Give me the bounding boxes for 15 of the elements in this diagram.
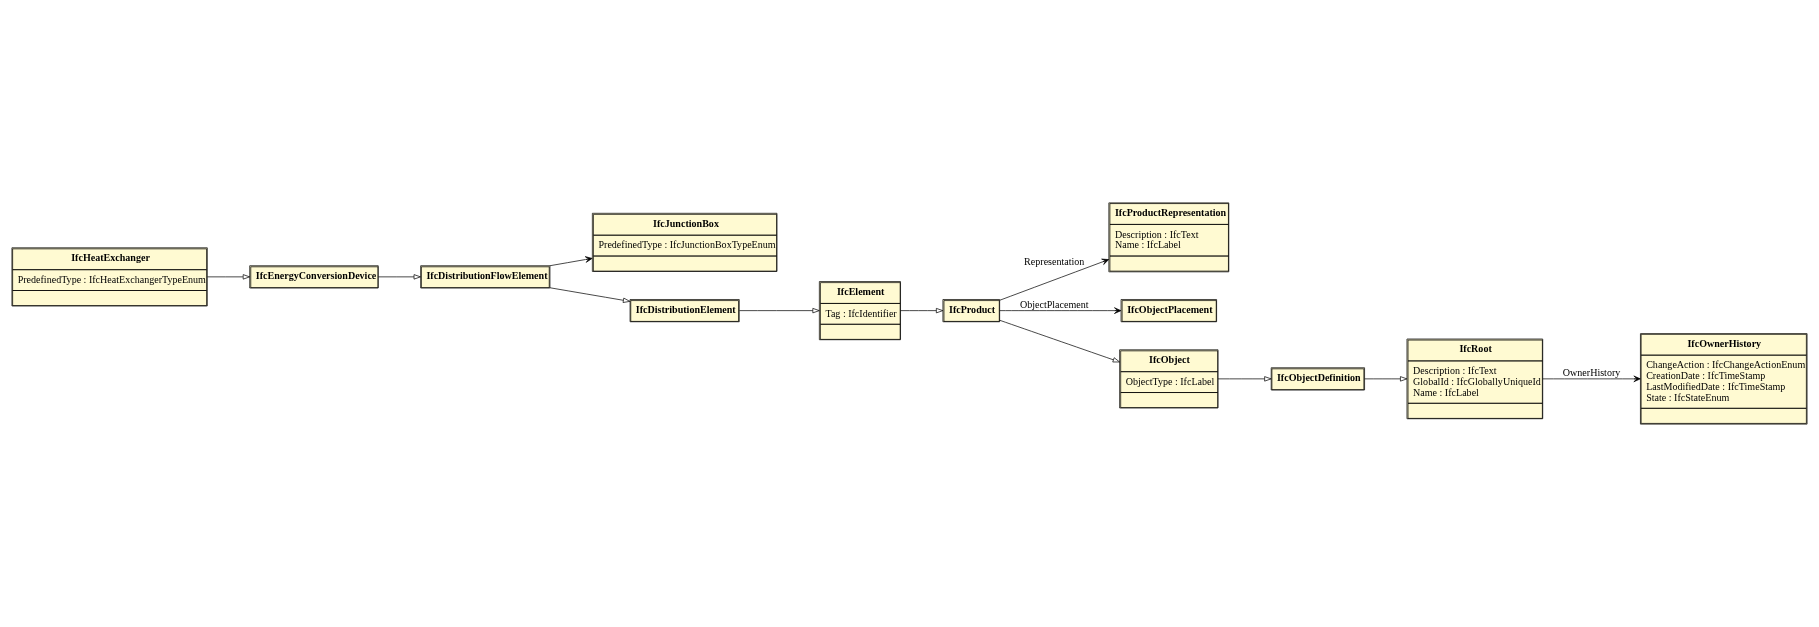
arrow [739,308,820,314]
arrow [549,287,631,303]
arrow [1542,375,1641,383]
arrow [999,319,1120,363]
arrow [378,274,421,280]
edge-label: OwnerHistory [1562,367,1621,379]
arrow [999,258,1110,301]
arrow [1364,376,1408,382]
arrow [900,308,944,314]
arrow [1217,376,1272,382]
arrow [549,256,593,267]
arrow [999,307,1122,314]
edge-label: ObjectPlacement [1019,298,1089,310]
edge-label: Representation [1024,255,1085,267]
arrow [207,274,250,280]
